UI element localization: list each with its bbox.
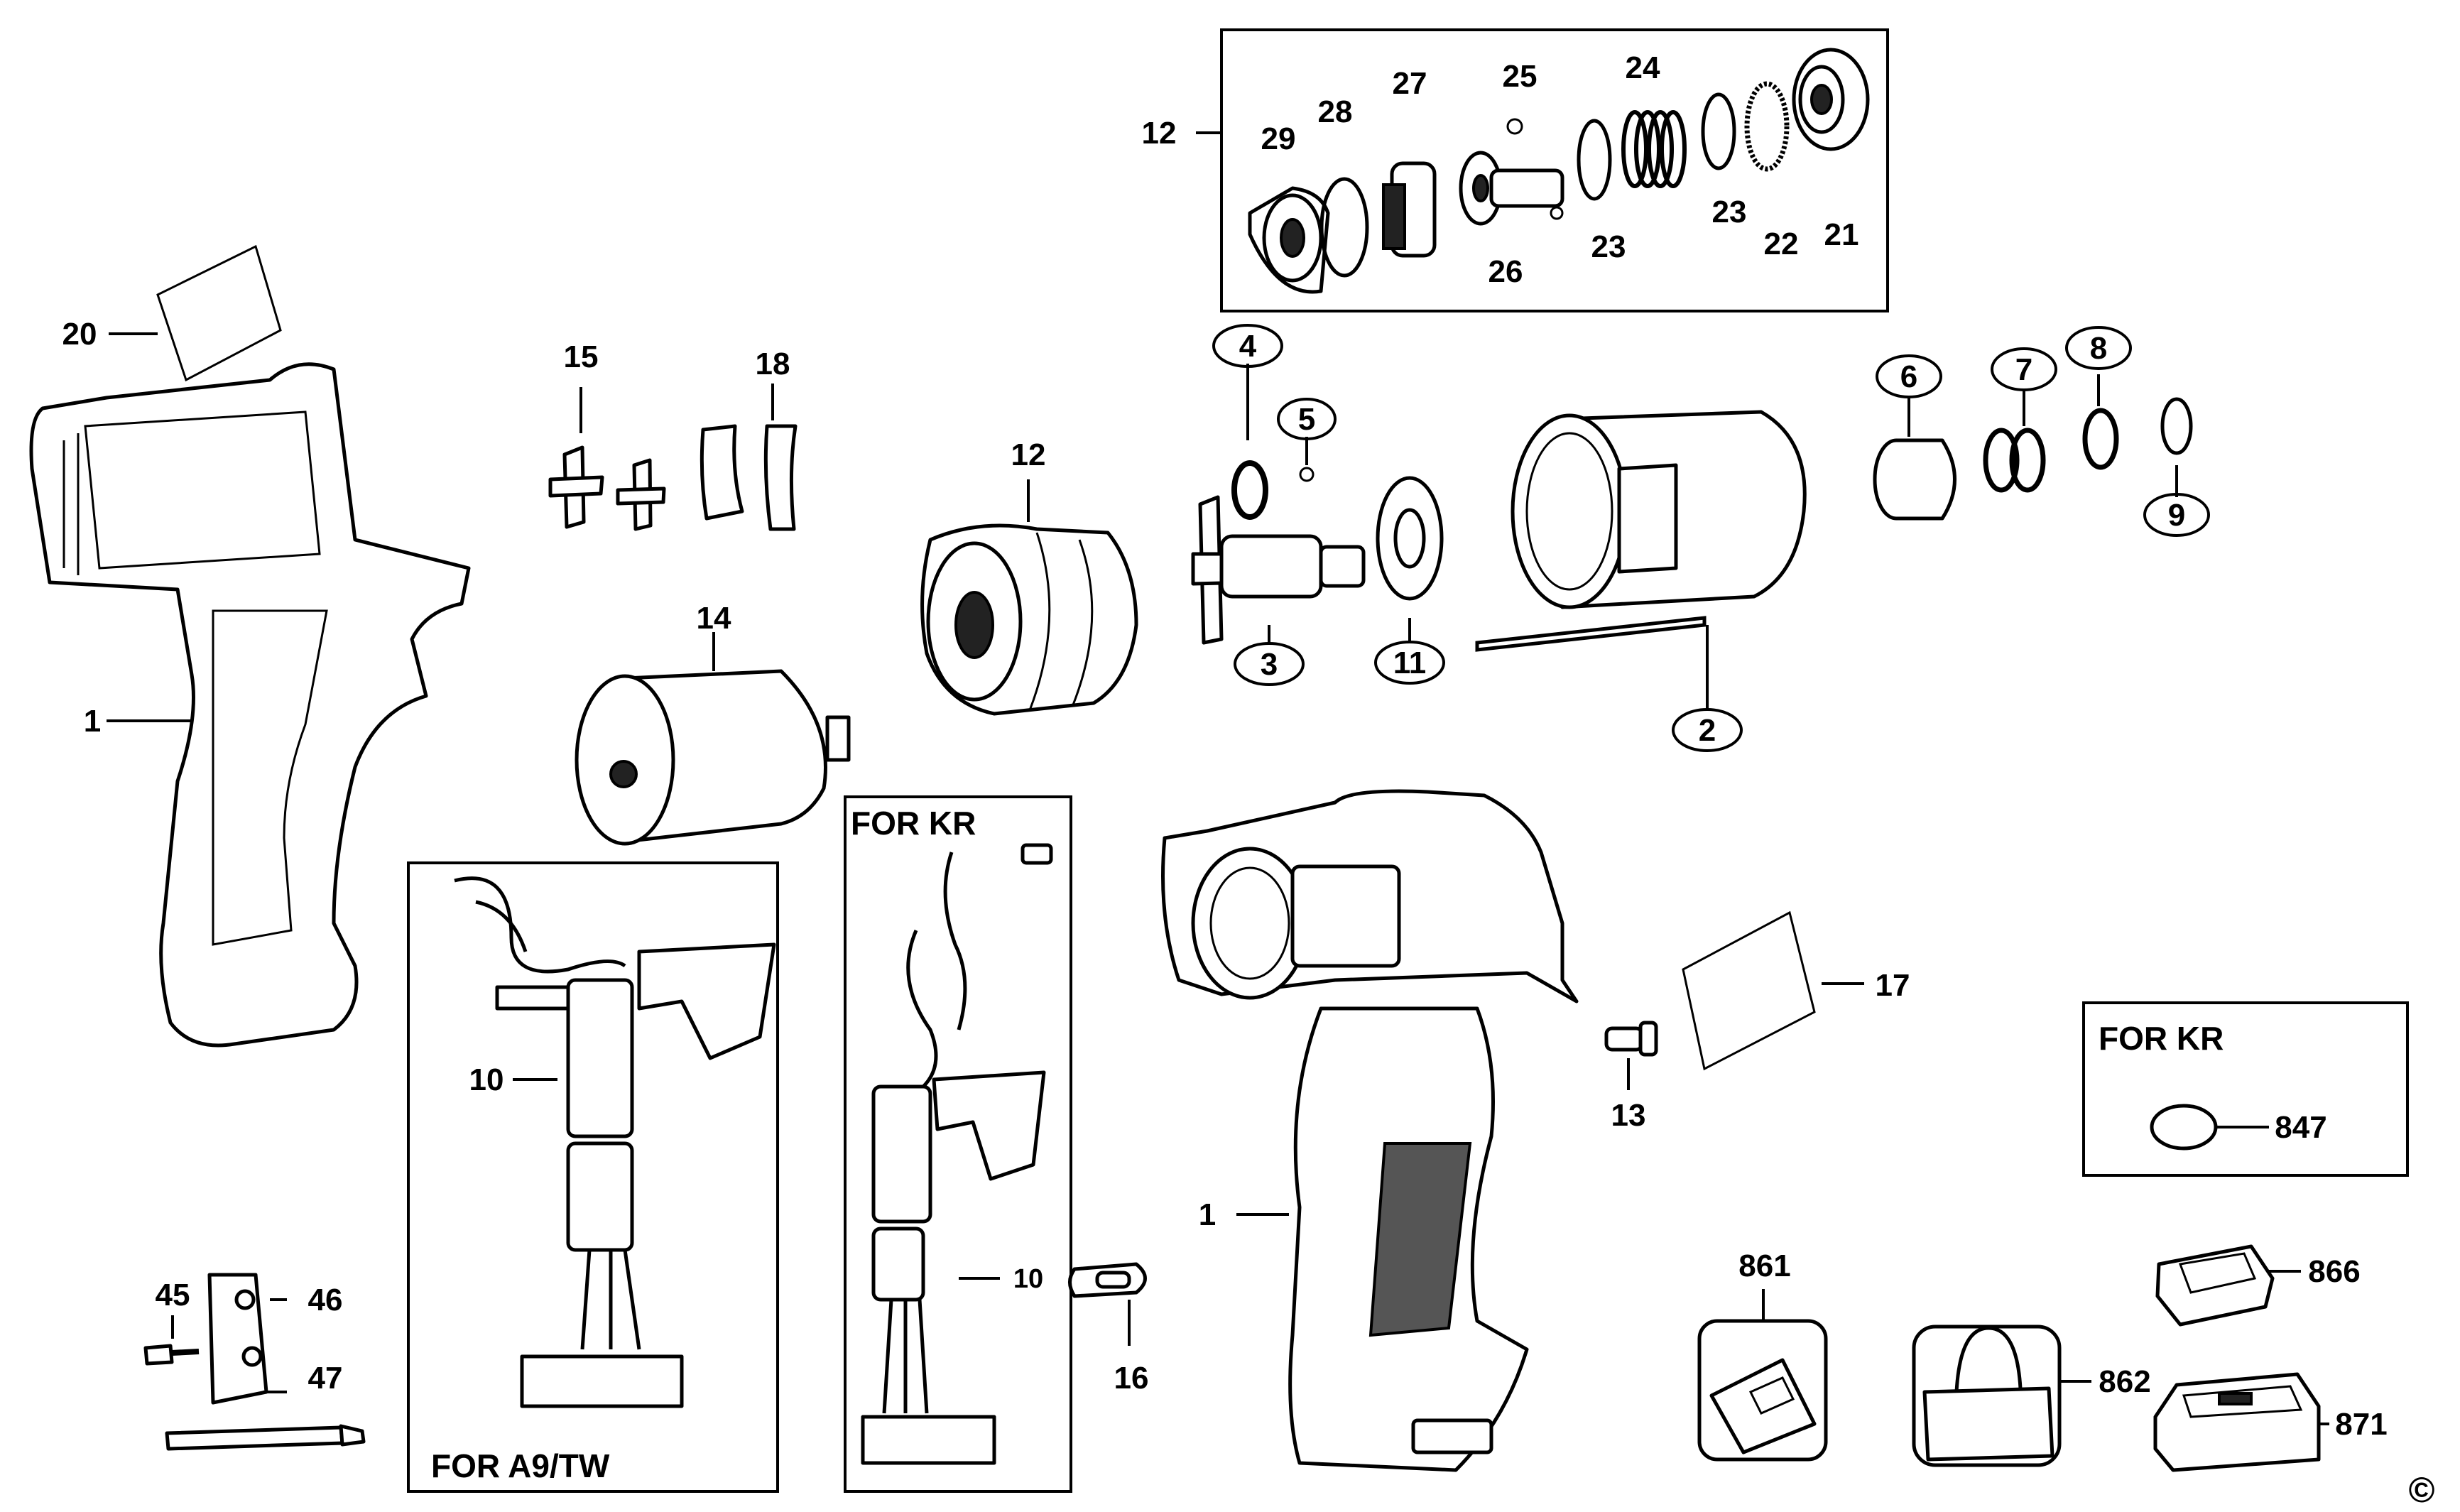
switch-kr — [861, 843, 1053, 1465]
label-15: 15 — [564, 339, 599, 374]
label-45: 45 — [156, 1278, 190, 1312]
label-18: 18 — [756, 347, 790, 381]
gear-assembly-parts — [1248, 48, 1870, 294]
label-20: 20 — [62, 317, 97, 352]
label-12b: 12 — [1011, 437, 1046, 472]
label-23a: 23 — [1591, 229, 1626, 264]
charger-871 — [2153, 1372, 2321, 1472]
label-8: 8 — [2090, 331, 2107, 366]
label-871: 871 — [2335, 1407, 2387, 1442]
label-1a: 1 — [84, 704, 101, 739]
label-862: 862 — [2099, 1364, 2150, 1399]
label-861: 861 — [1738, 1249, 1790, 1283]
housing-assembled — [1161, 789, 1579, 1472]
belt-clip-parts — [143, 1273, 366, 1451]
label-27: 27 — [1393, 66, 1427, 101]
label-10b: 10 — [1013, 1264, 1043, 1294]
label-25: 25 — [1503, 59, 1538, 94]
label-23b: 23 — [1712, 195, 1747, 229]
label-866: 866 — [2308, 1254, 2360, 1289]
switch-a9tw — [454, 876, 776, 1408]
label-10a: 10 — [469, 1062, 504, 1097]
brush-parts — [548, 424, 798, 531]
label-21: 21 — [1824, 217, 1859, 252]
label-22: 22 — [1764, 227, 1799, 261]
copyright-mark: © — [2409, 1470, 2435, 1510]
box-title-kr-switch: FOR KR — [851, 805, 976, 842]
label-2: 2 — [1699, 713, 1716, 748]
bushing-and-rings — [1873, 397, 2193, 521]
gear-assembly-box — [1220, 28, 1889, 312]
label-13: 13 — [1611, 1098, 1646, 1133]
label-847: 847 — [2275, 1110, 2326, 1145]
a9tw-switch-box — [407, 861, 779, 1493]
label-26: 26 — [1488, 254, 1523, 289]
label-12a: 12 — [1142, 116, 1177, 151]
label-14: 14 — [697, 601, 731, 636]
label-1b: 1 — [1199, 1197, 1216, 1232]
battery-866 — [2155, 1244, 2275, 1327]
label-6: 6 — [1900, 359, 1917, 394]
label-20-sheet — [156, 244, 282, 382]
hammer-case — [1475, 410, 1807, 652]
callout-circles — [1212, 324, 2210, 752]
motor — [575, 669, 851, 846]
label-17-sheet — [1682, 910, 1816, 1071]
kr-switch-box — [844, 795, 1072, 1493]
label-16: 16 — [1114, 1361, 1149, 1396]
gearbox-assembled — [920, 523, 1138, 716]
kitbox-861 — [1697, 1319, 1828, 1462]
label-29: 29 — [1261, 121, 1296, 156]
label-7: 7 — [2015, 352, 2032, 387]
label-9: 9 — [2168, 498, 2185, 533]
housing-left-half — [29, 362, 471, 1048]
anvil-parts — [1191, 460, 1444, 645]
label-3: 3 — [1261, 647, 1278, 682]
label-11: 11 — [1393, 646, 1427, 680]
label-46: 46 — [308, 1283, 343, 1317]
screw-13 — [1604, 1021, 1658, 1057]
label-24: 24 — [1626, 50, 1660, 85]
label-5: 5 — [1298, 402, 1315, 437]
tag-847 — [2150, 1104, 2218, 1151]
label-28: 28 — [1318, 94, 1353, 129]
box-title-kr-tag: FOR KR — [2099, 1020, 2224, 1057]
callout-labels: 1 1 2 3 4 5 6 7 8 9 10 10 11 12 12 13 14… — [62, 50, 2388, 1442]
bag-862 — [1912, 1325, 2062, 1467]
box-title-a9tw: FOR A9/TW — [431, 1447, 610, 1484]
label-47: 47 — [308, 1361, 343, 1396]
label-17: 17 — [1876, 968, 1910, 1003]
part-16-connector — [1068, 1262, 1147, 1298]
label-4: 4 — [1239, 329, 1257, 364]
kr-tag-box — [2082, 1001, 2409, 1177]
